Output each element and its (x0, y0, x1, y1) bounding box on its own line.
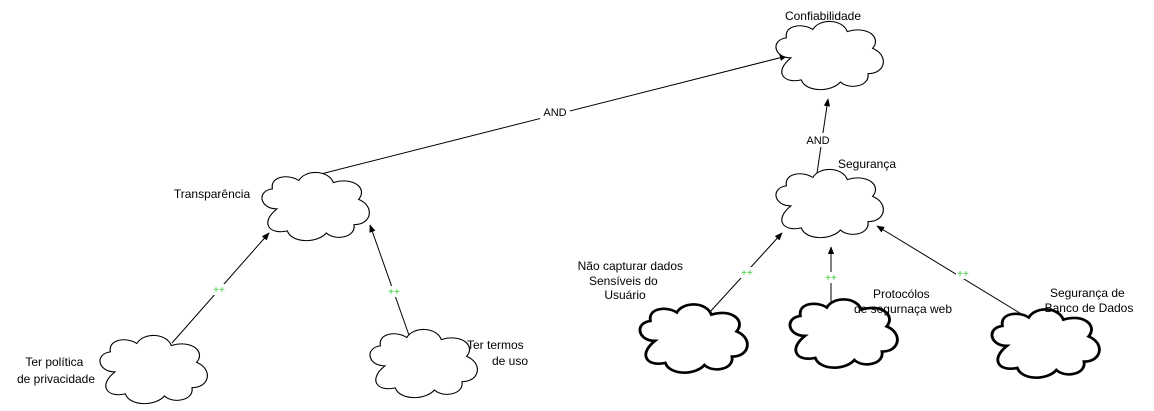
edge-label-plusplus: ++ (825, 273, 837, 284)
edge-label-plusplus: ++ (957, 269, 969, 280)
softgoal-seguranca[interactable] (775, 168, 884, 239)
edge-dados-seguranca: ++ (708, 232, 783, 314)
softgoal-label-politica: Ter política de privacidade (17, 355, 95, 386)
softgoal-label-termos: Ter termos de uso (467, 338, 528, 368)
softgoal-label-banco-dados: Segurança de Banco de Dados (1045, 286, 1134, 315)
softgoal-banco-dados[interactable] (990, 308, 1101, 380)
edge-politica-transparencia: ++ (171, 232, 270, 344)
softgoal-transparencia[interactable] (261, 171, 370, 242)
softgoal-termos-uso[interactable] (369, 328, 478, 399)
edge-label-and: AND (543, 107, 566, 119)
softgoal-label-transparencia: Transparência (174, 187, 251, 201)
edge-transparencia-confiabilidade: AND (304, 54, 788, 179)
edge-termos-transparencia: ++ (369, 224, 411, 339)
edge-label-plusplus: ++ (213, 285, 225, 296)
softgoal-label-protocolos: Protocólos de segurnaça web (854, 287, 952, 316)
softgoal-politica-privacidade[interactable] (99, 334, 208, 405)
softgoal-label-confiabilidade: Confiabilidade (785, 9, 861, 23)
softgoal-label-dados-sensiveis: Não capturar dados Sensíveis do Usuário (578, 259, 687, 302)
edge-banco-seguranca: ++ (876, 225, 1029, 319)
softgoal-confiabilidade[interactable] (775, 20, 884, 91)
edge-label-plusplus: ++ (741, 268, 753, 279)
edge-protocolos-seguranca: ++ (824, 246, 838, 308)
softgoal-dados-sensiveis[interactable] (638, 303, 749, 375)
softgoal-label-seguranca: Segurança (838, 157, 896, 171)
edge-label-plusplus: ++ (388, 287, 400, 298)
edge-label-and: AND (806, 135, 829, 147)
edge-seguranca-confiabilidade: AND (806, 98, 831, 181)
